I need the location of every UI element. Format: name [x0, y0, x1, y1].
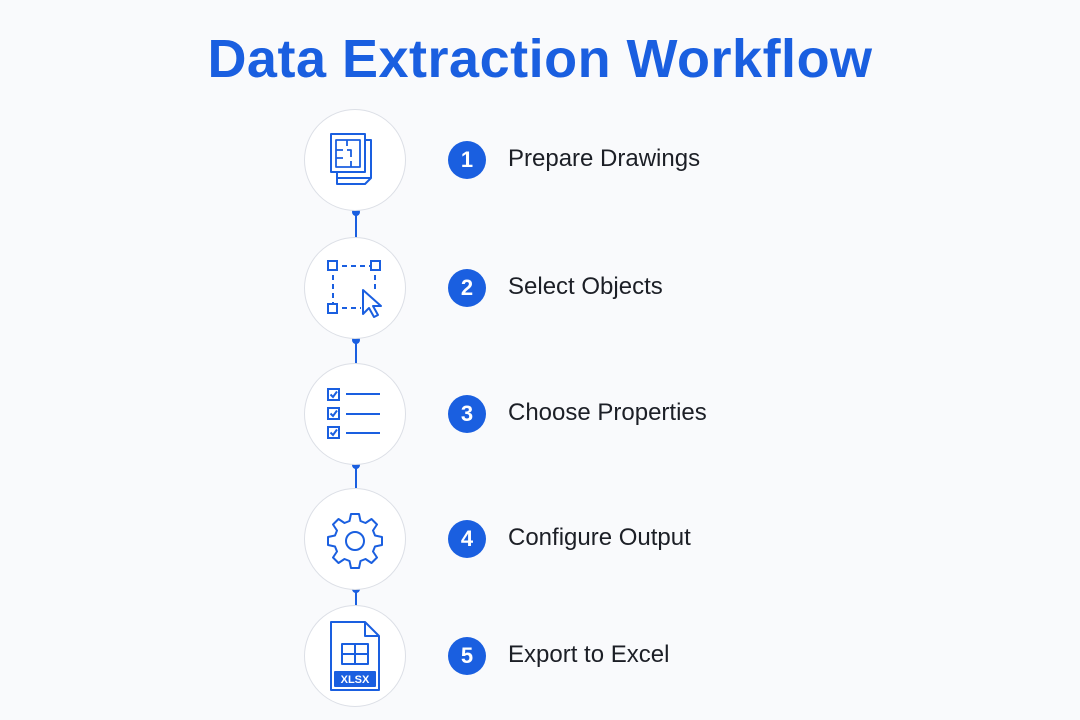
workflow-step-configure-output: 4 Configure Output — [0, 488, 1080, 592]
step-number-badge: 5 — [448, 637, 486, 675]
step-label: Configure Output — [508, 524, 691, 551]
connector-dot — [352, 461, 360, 469]
connector-3-4 — [355, 466, 357, 488]
gear-icon — [327, 513, 383, 569]
workflow-step-export-to-excel: XLSX 5 Export to Excel — [0, 605, 1080, 709]
connector-dot — [352, 208, 360, 216]
step-label: Export to Excel — [508, 641, 670, 668]
workflow-step-prepare-drawings: 1 Prepare Drawings — [0, 109, 1080, 213]
workflow-step-choose-properties: 3 Choose Properties — [0, 363, 1080, 467]
step-number-badge: 1 — [448, 141, 486, 179]
step-label: Prepare Drawings — [508, 145, 701, 172]
xlsx-file-icon: XLSX — [330, 621, 380, 691]
step-number-badge: 2 — [448, 269, 486, 307]
step-label: Choose Properties — [508, 399, 707, 426]
step-icon-circle — [304, 363, 406, 465]
step-icon-circle — [304, 109, 406, 211]
checklist-icon — [327, 388, 380, 439]
step-icon-circle: XLSX — [304, 605, 406, 707]
connector-dot — [352, 336, 360, 344]
connector-4-5 — [355, 590, 357, 606]
xlsx-label: XLSX — [341, 674, 370, 686]
step-icon-circle — [304, 237, 406, 339]
connector-1-2 — [355, 212, 357, 238]
step-label: Select Objects — [508, 273, 663, 300]
step-number-badge: 4 — [448, 520, 486, 558]
step-number-badge: 3 — [448, 395, 486, 433]
page-title: Data Extraction Workflow — [207, 29, 873, 89]
selection-cursor-icon — [327, 260, 382, 318]
step-icon-circle — [304, 488, 406, 590]
drawing-sheets-icon — [330, 133, 372, 185]
connector-2-3 — [355, 340, 357, 364]
workflow-step-select-objects: 2 Select Objects — [0, 237, 1080, 341]
